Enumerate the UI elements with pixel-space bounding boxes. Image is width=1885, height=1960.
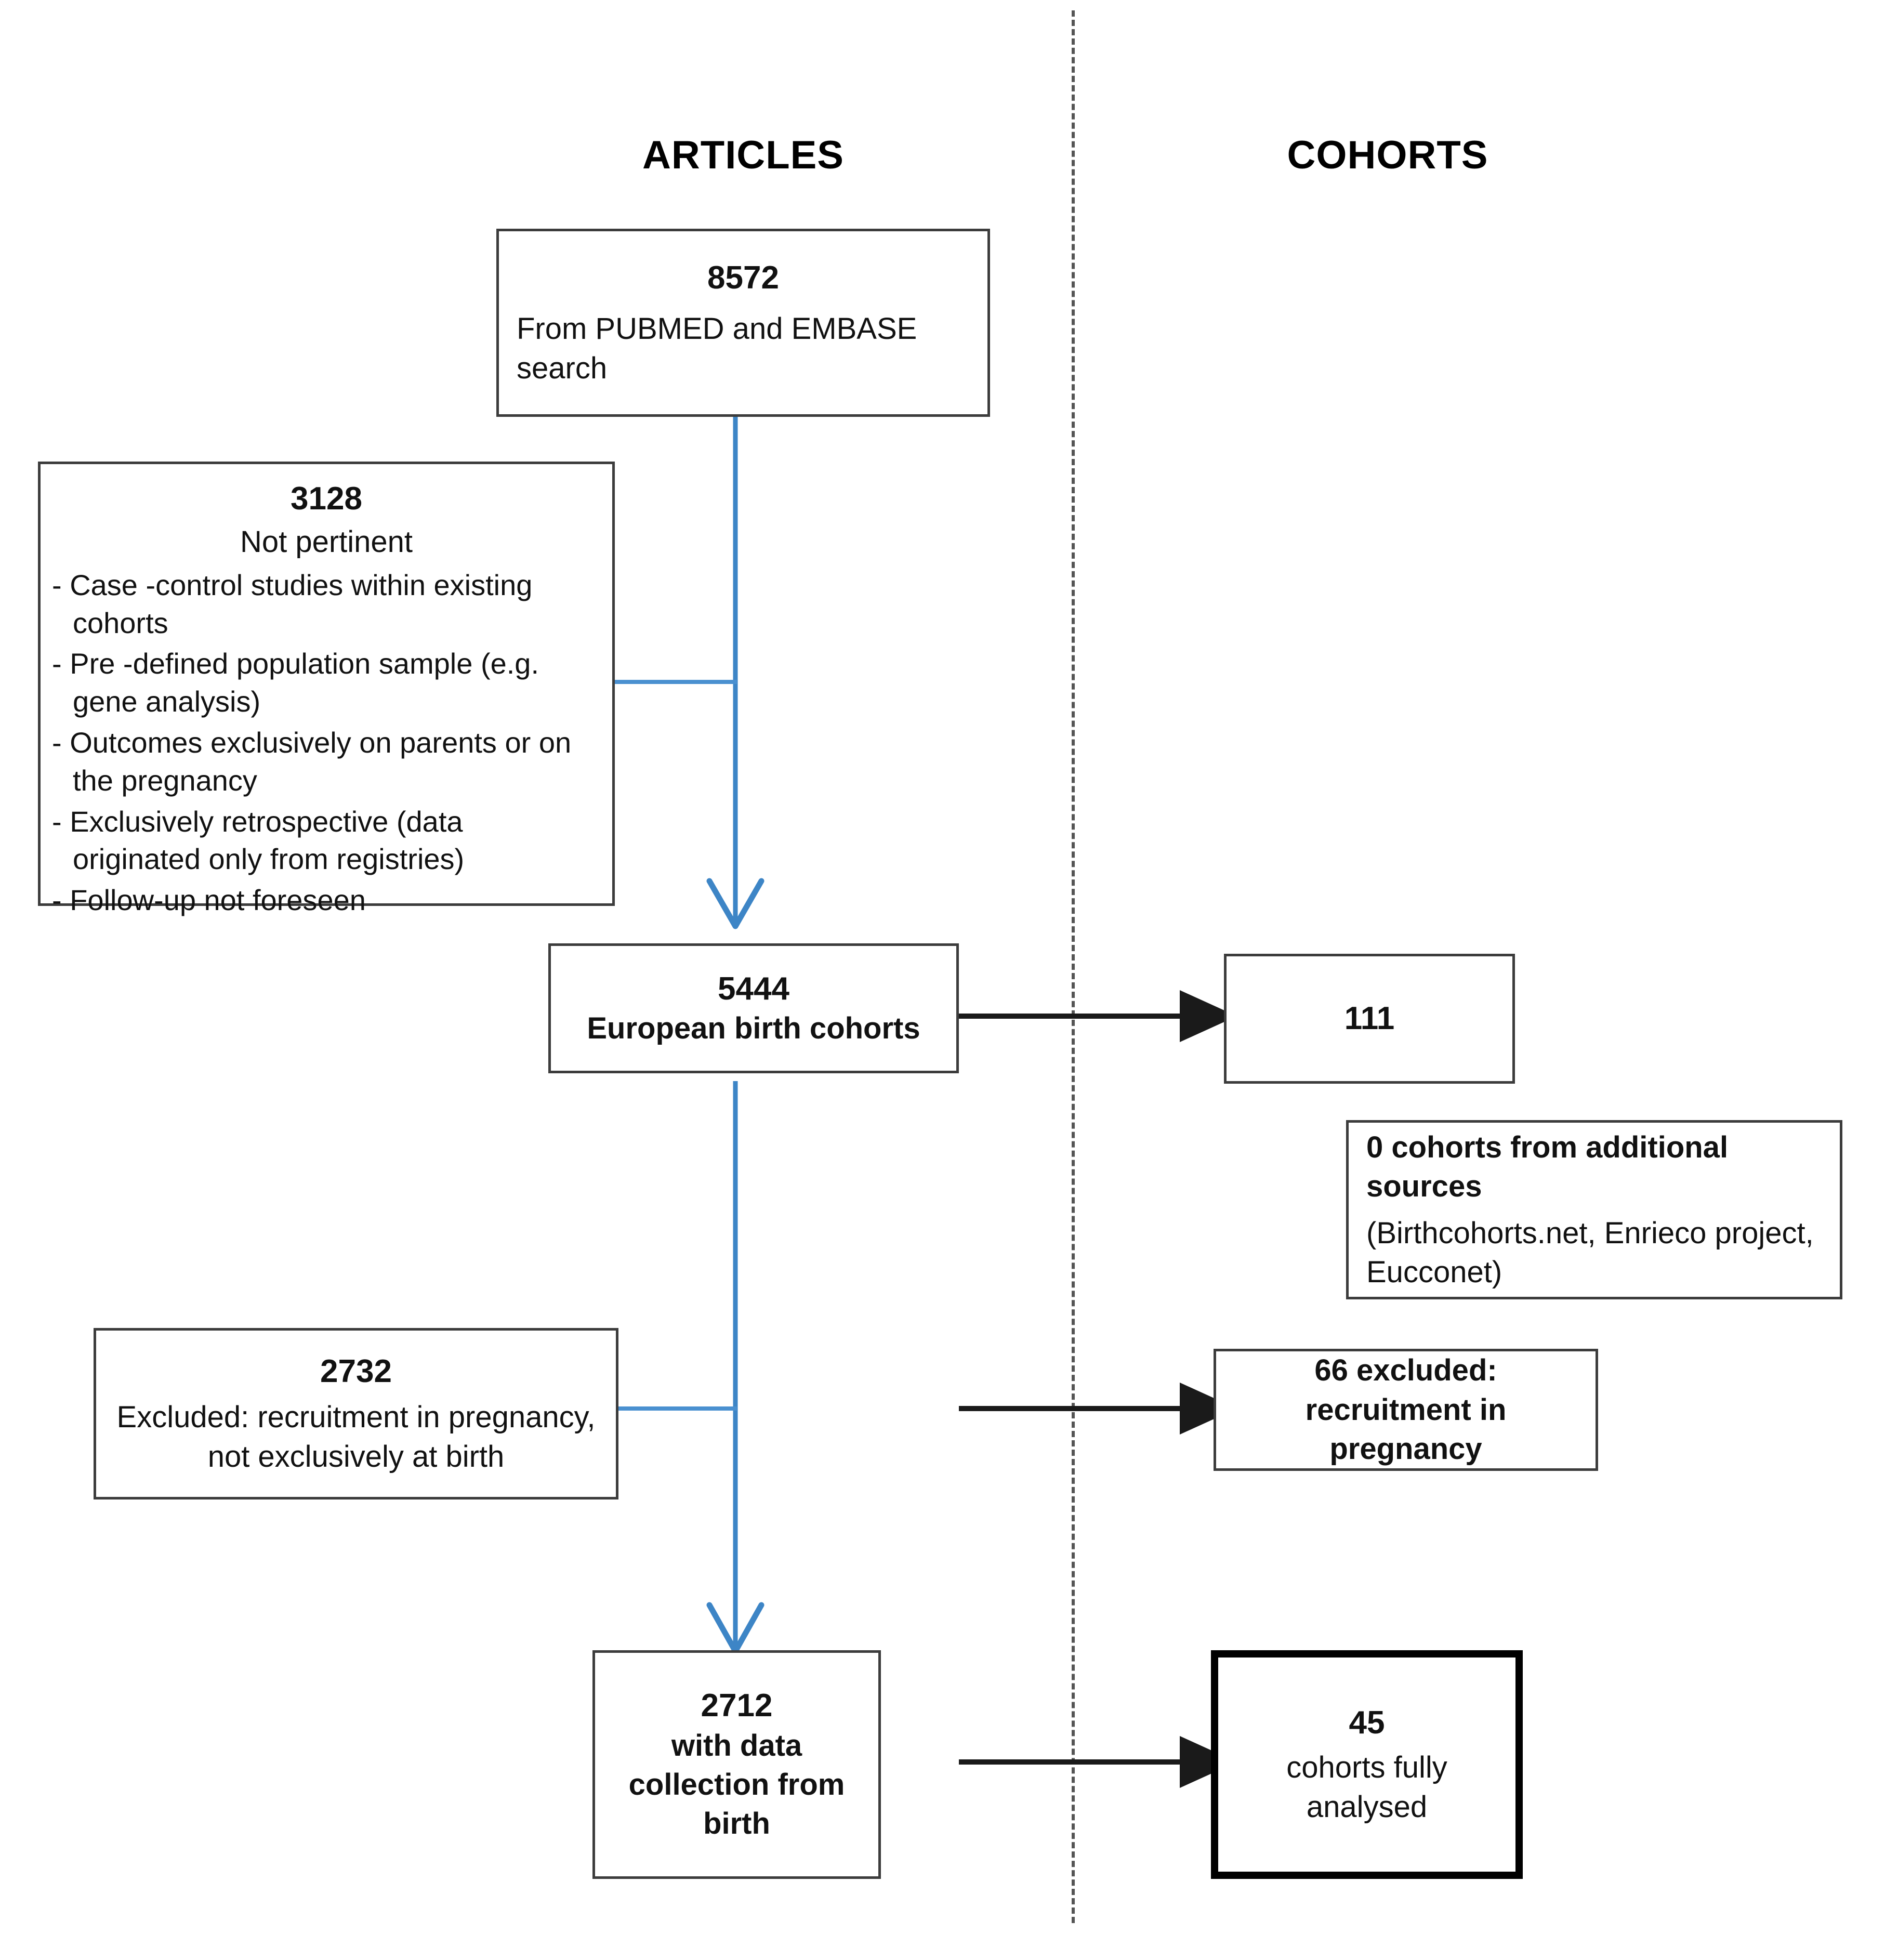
box-articles-screened[interactable]: 5444 European birth cohorts <box>548 943 959 1073</box>
articles-exclusion2-label: Excluded: recruitment in pregnancy, not … <box>116 1400 596 1474</box>
cohorts-final-count: 45 <box>1349 1704 1385 1741</box>
box-cohorts-additional-sources[interactable]: 0 cohorts from additional sources (Birth… <box>1346 1120 1842 1299</box>
articles-screened-count: 5444 <box>718 970 789 1007</box>
articles-included-count: 2712 <box>701 1688 773 1724</box>
box-articles-included[interactable]: 2712 with data collection from birth <box>592 1650 881 1879</box>
list-item: Pre -defined population sample (e.g. gen… <box>52 645 597 721</box>
column-divider <box>1072 10 1075 1923</box>
box-articles-exclusion-2[interactable]: 2732 Excluded: recruitment in pregnancy,… <box>94 1328 618 1499</box>
list-item: Outcomes exclusively on parents or on th… <box>52 724 597 800</box>
articles-exclusion2-count: 2732 <box>320 1353 392 1389</box>
articles-exclusion1-reason-list: Case -control studies within existing co… <box>41 567 612 923</box>
box-articles-exclusion-1[interactable]: 3128 Not pertinent Case -control studies… <box>38 462 615 916</box>
cohorts-final-label: cohorts fully analysed <box>1286 1751 1447 1824</box>
box-cohorts-final[interactable]: 45 cohorts fully analysed <box>1211 1650 1523 1879</box>
column-header-cohorts: COHORTS <box>1287 133 1488 177</box>
box-cohorts-excluded[interactable]: 66 excluded: recruitment in pregnancy <box>1214 1349 1598 1471</box>
list-item: Follow-up not foreseen <box>52 882 597 919</box>
articles-included-label: with data collection from birth <box>628 1728 845 1841</box>
cohorts-additional-detail: (Birthcohorts.net, Enrieco project, Eucc… <box>1366 1216 1814 1289</box>
connector-source-to-screened <box>706 416 764 929</box>
cohorts-identified-count: 111 <box>1344 1001 1395 1037</box>
connector-screened-to-included <box>706 1081 764 1654</box>
cohorts-excluded-label: 66 excluded: recruitment in pregnancy <box>1305 1353 1507 1466</box>
cohorts-additional-headline: 0 cohorts from additional sources <box>1366 1130 1729 1204</box>
articles-source-count: 8572 <box>707 259 779 296</box>
column-header-articles: ARTICLES <box>642 133 844 177</box>
box-articles-source[interactable]: 8572 From PUBMED and EMBASE search <box>496 229 990 417</box>
box-cohorts-identified[interactable]: 111 <box>1224 954 1515 1084</box>
list-item: Exclusively retrospective (data originat… <box>52 803 597 879</box>
articles-exclusion1-count: 3128 <box>291 481 362 517</box>
articles-exclusion1-label: Not pertinent <box>240 524 413 559</box>
list-item: Case -control studies within existing co… <box>52 567 597 642</box>
articles-screened-label: European birth cohorts <box>587 1011 920 1046</box>
articles-source-label: From PUBMED and EMBASE search <box>517 312 917 385</box>
